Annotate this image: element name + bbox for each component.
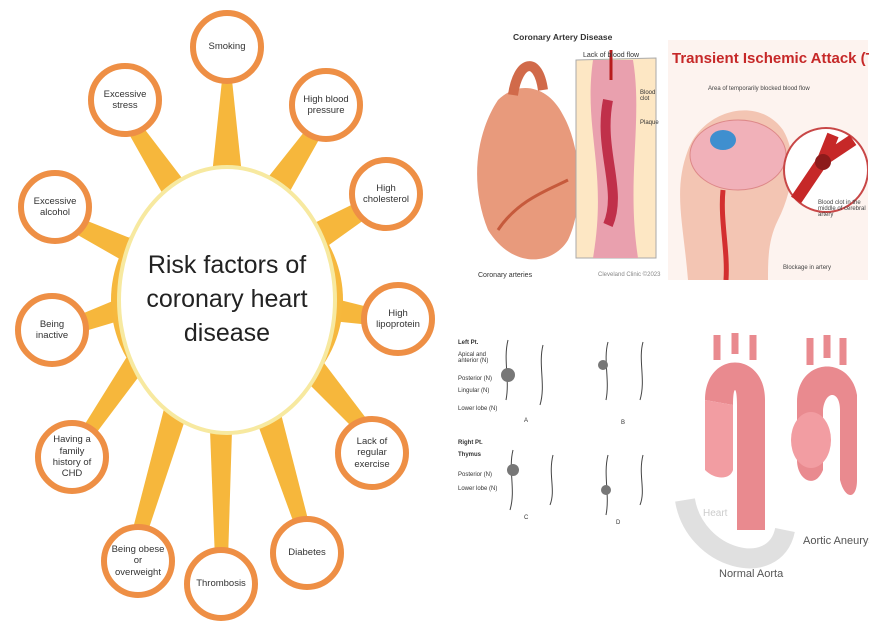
left-pt-label: Left Pt. [458,340,478,346]
label-plaque: Plaque [640,120,659,126]
label-clot-cerebral: Blood clot in the middle of cerebral art… [818,200,866,218]
panel-c-label: C [524,515,528,521]
factor-inactive: Being inactive [15,293,89,367]
cad-credit: Cleveland Clinic ©2023 [598,272,660,278]
cad-artwork [458,20,663,290]
heart-ghost [685,500,785,558]
label-blockage: Blockage in artery [783,265,831,271]
heart-shape [477,88,579,259]
factor-excessive-stress: Excessive stress [88,63,162,137]
blocked-area [710,130,736,150]
risk-factor-diagram: Risk factors of coronary heart disease S… [0,0,450,633]
sketch-d-vessel [606,455,608,515]
tia-artwork [668,40,868,280]
sketch-d2-vessel [640,455,643,505]
cad-illustration: Coronary Artery Disease Lack of blood fl… [458,20,663,290]
thymus-label: Thymus [458,452,481,458]
factor-family-history: Having a family history of CHD [35,420,109,494]
aorta-artwork [675,330,869,590]
panel-d-label: D [616,520,620,526]
factor-lack-of-exercise: Lack of regular exercise [335,416,409,490]
aneurysm-bulge [791,412,831,468]
factor-high-lipoprotein: High lipoprotein [361,282,435,356]
center-title: Risk factors of coronary heart disease [139,249,315,350]
label-area-blocked: Area of temporarily blocked blood flow [708,86,810,92]
sketch-b2-vessel [640,342,643,400]
spoke-thrombosis [210,430,232,560]
right-pt-label: Right Pt. [458,440,483,446]
node-a [501,368,515,382]
factor-diabetes: Diabetes [270,516,344,590]
artery-lumen [591,60,638,258]
sketch-a2-vessel [540,345,543,405]
right-line-1: Posterior (N) [458,472,492,478]
left-line-4: Lower lobe (N) [458,406,497,412]
normal-aorta-label: Normal Aorta [719,568,783,580]
label-lack-of-flow: Lack of blood flow [583,52,639,59]
factor-obese: Being obese or overweight [101,524,175,598]
tia-illustration: Transient Ischemic Attack (TIA) Area of … [668,40,868,280]
heart-watermark: Heart [703,508,727,519]
left-line-2: Posterior (N) [458,376,492,382]
clot-zoom [815,154,831,170]
node-b [598,360,608,370]
factor-high-cholesterol: High cholesterol [349,157,423,231]
label-blood-clot: Blood clot [640,90,662,102]
sketch-c2-vessel [550,455,553,505]
left-line-1: Apical and anterior (N) [458,352,494,364]
brain [690,120,786,190]
sketch-b-vessel [606,342,608,400]
lymphatic-sketch: Left Pt. Apical and anterior (N) Posteri… [458,330,663,540]
left-line-3: Lingular (N) [458,388,489,394]
node-c [507,464,519,476]
panel-a-label: A [524,418,528,424]
aneurysm-label: Aortic Aneurysm [803,535,869,547]
aneurysm-branches [810,335,843,365]
factor-thrombosis: Thrombosis [184,547,258,621]
sketch-c-vessel [510,450,513,510]
hub-circle: Risk factors of coronary heart disease [117,165,337,435]
spoke-smoking [212,80,242,175]
factor-excessive-alcohol: Excessive alcohol [18,170,92,244]
label-coronary-arteries: Coronary arteries [478,272,532,279]
panel-b-label: B [621,420,625,426]
normal-aorta-root [705,400,733,478]
node-d [601,485,611,495]
factor-smoking: Smoking [190,10,264,84]
aorta-illustration: Heart Normal Aorta Aortic Aneurysm [675,330,869,590]
right-line-2: Lower lobe (N) [458,486,497,492]
factor-high-blood-pressure: High blood pressure [289,68,363,142]
normal-aorta-branches [717,333,753,360]
